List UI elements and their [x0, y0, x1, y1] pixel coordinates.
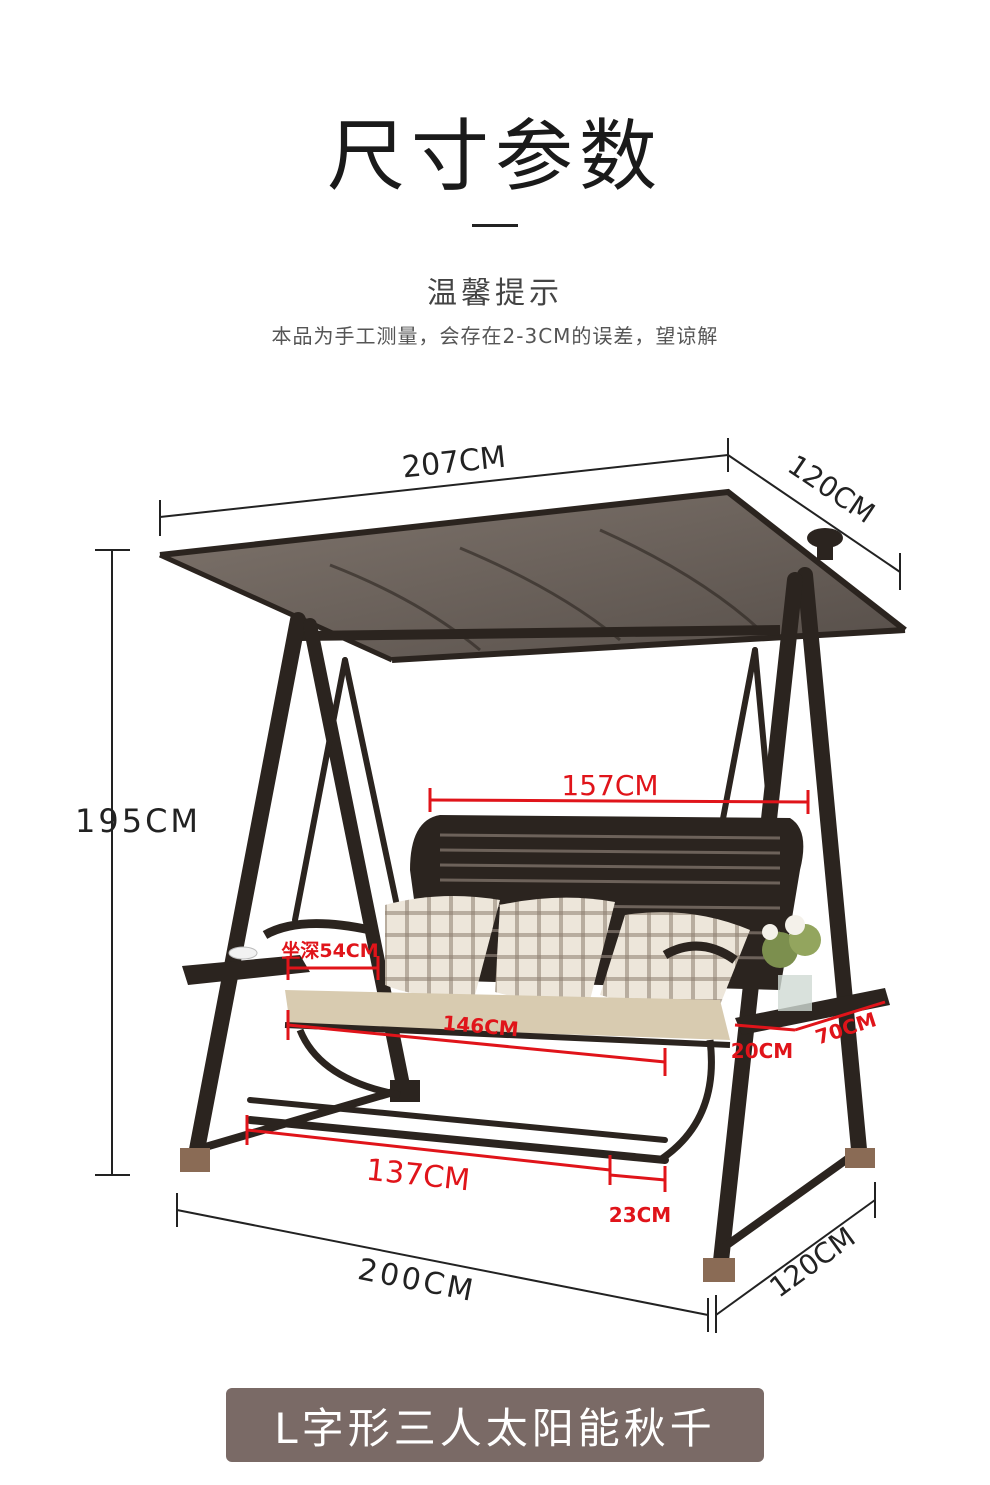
- label-side-table-width: 20CM: [731, 1039, 793, 1063]
- dimension-lines: [95, 438, 901, 1333]
- label-height: 195CM: [75, 802, 201, 840]
- swing-dimension-diagram: 207CM 120CM 195CM 200CM 120CM 157CM 坐深54…: [75, 438, 907, 1333]
- cushion-right: [600, 912, 750, 1007]
- side-table-left: [182, 955, 310, 985]
- label-seat-depth: 坐深54CM: [281, 939, 378, 962]
- title-underline: [472, 224, 518, 227]
- measurement-note: 本品为手工测量，会存在2-3CM的误差，望谅解: [271, 324, 719, 348]
- warm-tip-heading: 温馨提示: [427, 276, 563, 311]
- label-canopy-depth: 120CM: [782, 448, 881, 530]
- cushion-middle: [495, 897, 615, 1002]
- solar-lamp-icon: [807, 528, 843, 548]
- label-base-depth: 120CM: [763, 1220, 861, 1304]
- swing-illustration: [158, 488, 907, 1282]
- cushion-left: [385, 896, 500, 997]
- label-footrest-depth: 23CM: [609, 1203, 671, 1227]
- page-title: 尺寸参数: [326, 112, 663, 202]
- label-backrest-width: 157CM: [561, 769, 658, 802]
- side-table-right: [735, 988, 890, 1035]
- teacup-icon: [228, 946, 258, 960]
- label-footrest-width: 137CM: [364, 1153, 471, 1199]
- product-name-badge: L字形三人太阳能秋千: [226, 1388, 764, 1462]
- canopy: [160, 492, 905, 660]
- label-base-width: 200CM: [355, 1252, 479, 1309]
- red-dimension-lines: [245, 788, 886, 1192]
- label-canopy-width: 207CM: [400, 440, 507, 486]
- flower-plant-icon: [762, 915, 821, 1011]
